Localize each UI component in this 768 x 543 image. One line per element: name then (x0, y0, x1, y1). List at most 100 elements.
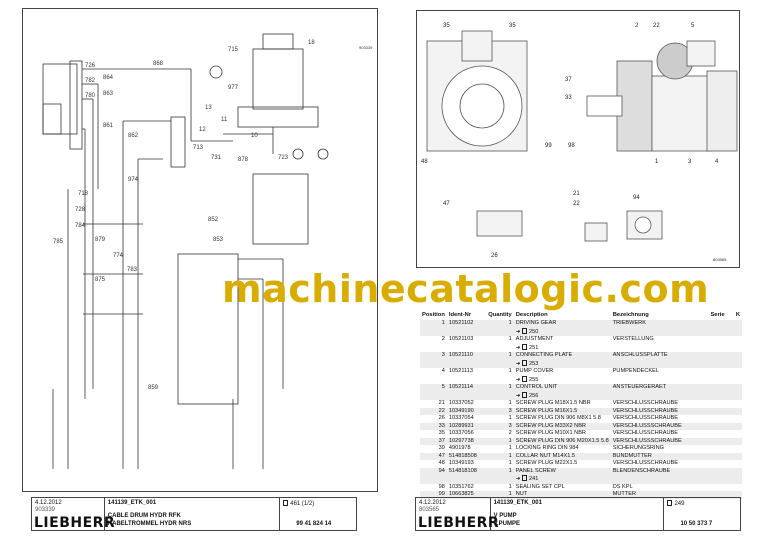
cell-pos: 4 (441, 368, 445, 374)
page-ref-link[interactable]: ➜ 253 (515, 359, 539, 367)
cell-k (734, 415, 742, 423)
cell-qty: 1 (508, 460, 512, 466)
cell-k (734, 400, 742, 408)
cell-ident: 10349190 (446, 407, 487, 415)
schematic-label: 726 (85, 63, 96, 69)
cell-k (734, 460, 742, 468)
cell-pos: 26 (438, 415, 445, 421)
schematic-label: 878 (238, 157, 249, 163)
cell-serie (708, 336, 733, 352)
page-ref-link[interactable]: ➜ 241 (515, 475, 539, 482)
schematic-label: 859 (148, 385, 159, 391)
page-icon (521, 375, 527, 382)
page-ref-link[interactable]: ➜ 255 (515, 375, 539, 383)
cell-pos: 5 (420, 384, 447, 400)
footer-number: 99 41 824 14 (296, 521, 332, 527)
cell-bez: VERSCHLUSSCHRAUBE (612, 415, 678, 421)
cell-pos: 2 (441, 336, 445, 342)
cell-serie (708, 467, 734, 484)
cell-serie (708, 400, 733, 408)
callout-label: 99 (545, 143, 552, 149)
right-footer: 4.12.2012 803565 LIEBHERR 141139_ETK_001… (415, 497, 741, 531)
cell-serie (708, 445, 733, 453)
cell-k (733, 422, 742, 430)
col-ident: Ident-Nr (448, 312, 472, 318)
cell-desc: SCREW PLUG M16X1.5 (513, 407, 611, 415)
callout-label: 21 (573, 191, 580, 197)
cell-qty: 1 (508, 400, 512, 406)
schematic-label: 718 (78, 191, 89, 197)
cell-pos: 98 (438, 483, 445, 490)
cell-serie (708, 422, 734, 430)
callout-label: 48 (421, 159, 428, 165)
footer-title-de: V.PUMPE (493, 521, 521, 527)
callout-label: 26 (491, 253, 498, 259)
cell-desc: PANEL SCREW➜ 241 (513, 467, 611, 484)
page-icon (667, 500, 673, 506)
cell-qty: 1 (508, 445, 512, 451)
cell-ident: 10521102 (446, 320, 487, 336)
cell-k (733, 407, 742, 415)
cell-bez: ANSTEUERGERAET (610, 384, 709, 400)
cell-bez: BLENDENSCHRAUBE (610, 467, 709, 484)
cell-ident: 10351762 (448, 483, 474, 490)
schematic-label: 879 (95, 237, 106, 243)
cell-ident: 10521114 (446, 384, 487, 400)
footer-title-en: V PUMP (493, 513, 517, 519)
schematic-label: 10 (251, 133, 258, 139)
cell-ident: 10337052 (448, 400, 474, 406)
cell-bez: VERSCHLUSSCHRAUBE (612, 400, 678, 406)
cell-pos: 1 (420, 320, 447, 336)
col-pos: Position (422, 312, 445, 318)
cell-pos: 35 (438, 430, 445, 436)
cell-serie (708, 437, 734, 445)
cell-bez: VERSCHLUSSSCHRAUBE (610, 437, 709, 445)
schematic-label: 853 (213, 237, 224, 243)
page-ref-link[interactable]: ➜ 251 (515, 343, 539, 351)
cell-k (733, 352, 742, 368)
schematic-label: 868 (153, 61, 164, 67)
cell-pos: 22 (420, 407, 447, 415)
cell-qty: 3 (486, 422, 514, 430)
callout-label: 35 (443, 23, 450, 29)
schematic-label: 977 (228, 85, 239, 91)
cell-desc: SCREW PLUG M22X1.5 (515, 460, 578, 466)
cell-bez: VERSCHLUSSSCHRAUBE (610, 422, 709, 430)
cell-desc: PUMP COVER➜ 255 (514, 368, 611, 384)
page-ref-link[interactable]: ➜ 256 (515, 391, 539, 399)
footer-page: 249 (667, 500, 737, 508)
page-icon (521, 475, 527, 481)
page-icon (521, 327, 527, 334)
cell-pos: 47 (420, 452, 447, 460)
cell-k (734, 368, 742, 384)
cell-serie (708, 384, 734, 400)
cell-k (733, 320, 742, 336)
callout-label: 4 (715, 159, 719, 165)
schematic-label: 862 (128, 133, 139, 139)
schematic-label: 974 (128, 177, 139, 183)
cell-qty: 1 (508, 483, 512, 490)
schematic-label: 18 (308, 40, 315, 46)
schematic-label: 784 (75, 223, 86, 229)
cell-pos: 33 (420, 422, 447, 430)
cell-bez: DS KPL (612, 483, 633, 490)
page-ref-link[interactable]: ➜ 250 (515, 327, 539, 335)
cell-k (734, 336, 742, 352)
footer-date: 4.12.2012 (419, 500, 446, 506)
schematic-label: 713 (193, 145, 204, 151)
schematic-label: 731 (211, 155, 222, 161)
cell-k (733, 452, 742, 460)
cell-ident: 10521110 (446, 352, 487, 368)
schematic-label: 728 (75, 207, 86, 213)
cell-desc: LOCKING RING DIN 984 (515, 445, 579, 451)
schematic-label: 852 (208, 217, 219, 223)
schematic-label: 783 (127, 267, 138, 273)
cell-pos: 21 (438, 400, 445, 406)
cell-desc: SEALING SET CPL (515, 483, 565, 490)
